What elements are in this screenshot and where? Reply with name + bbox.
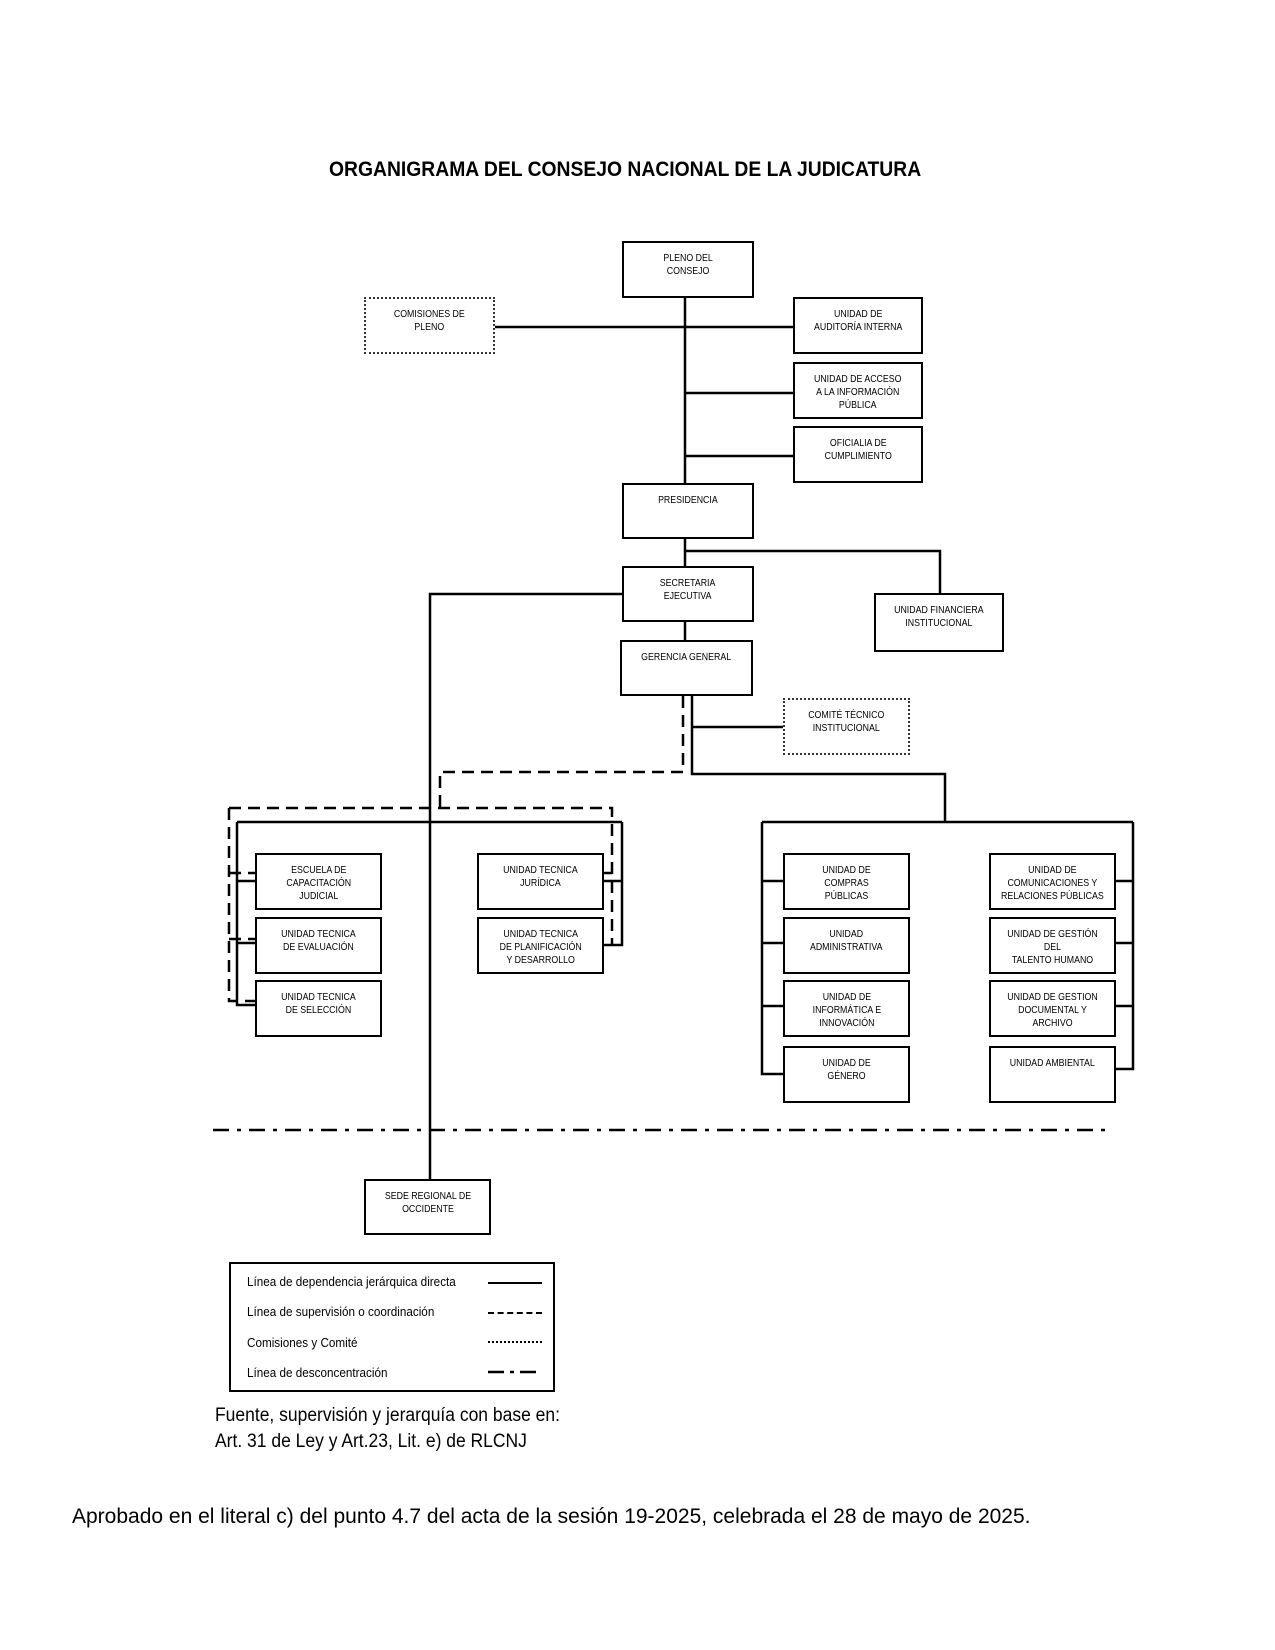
legend: Línea de dependencia jerárquica directa … (229, 1262, 555, 1392)
box-juridica: UNIDAD TECNICA JURÍDICA (477, 853, 604, 910)
supervision-gerencia-left (438, 696, 685, 808)
box-ambiental: UNIDAD AMBIENTAL (989, 1046, 1116, 1103)
legend-direct-line (488, 1282, 542, 1284)
legend-deconcentration-label: Línea de desconcentración (247, 1365, 388, 1380)
source-note-line2: Art. 31 de Ley y Art.23, Lit. e) de RLCN… (215, 1431, 527, 1452)
supervision-left-bus (229, 806, 614, 945)
connector-presidencia-financiera (685, 549, 942, 593)
box-talento: UNIDAD DE GESTIÓN DEL TALENTO HUMANO (989, 917, 1116, 974)
box-genero: UNIDAD DE GÉNERO (783, 1046, 910, 1103)
box-comunicaciones: UNIDAD DE COMUNICACIONES Y RELACIONES PÚ… (989, 853, 1116, 910)
legend-supervision-label: Línea de supervisión o coordinación (247, 1304, 435, 1319)
legend-committees-label: Comisiones y Comité (247, 1335, 358, 1350)
connector-gerencia-right (690, 696, 947, 822)
box-comisiones: COMISIONES DE PLENO (364, 297, 495, 354)
box-sede: SEDE REGIONAL DE OCCIDENTE (364, 1179, 491, 1235)
approval-note: Aprobado en el literal c) del punto 4.7 … (72, 1505, 1031, 1528)
box-acceso: UNIDAD DE ACCESO A LA INFORMACIÓN PÚBLIC… (793, 362, 923, 419)
box-gerencia: GERENCIA GENERAL (620, 640, 753, 696)
box-secretaria: SECRETARIA EJECUTIVA (622, 566, 754, 622)
box-planificacion: UNIDAD TECNICA DE PLANIFICACIÓN y DESARR… (477, 917, 604, 974)
box-compras: UNIDAD DE COMPRAS PÚBLICAS (783, 853, 910, 910)
connector-secretaria-sede (428, 592, 622, 1179)
box-informatica: UNIDAD DE INFORMÁTICA E INNOVACIÓN (783, 980, 910, 1037)
source-note-line1: Fuente, supervisión y jerarquía con base… (215, 1405, 560, 1426)
box-comite: COMITÉ TÉCNICO INSTITUCIONAL (783, 698, 910, 755)
box-pleno: PLENO DEL CONSEJO (622, 241, 754, 298)
box-documental: UNIDAD DE GESTION DOCUMENTAL Y ARCHIVO (989, 980, 1116, 1037)
box-financiera: UNIDAD FINANCIERA INSTITUCIONAL (874, 593, 1004, 652)
box-auditoria: UNIDAD DE AUDITORÍA INTERNA (793, 297, 923, 354)
box-escuela: ESCUELA DE CAPACITACIÓN JUDICIAL (255, 853, 382, 910)
box-presidencia: PRESIDENCIA (622, 483, 754, 539)
box-seleccion: UNIDAD TECNICA DE SELECCIÓN (255, 980, 382, 1037)
box-administrativa: UNIDAD ADMINISTRATIVA (783, 917, 910, 974)
legend-deconcentration-line (488, 1370, 542, 1374)
bus-left-group (235, 822, 255, 1007)
box-evaluacion: UNIDAD TECNICA DE EVALUACIÓN (255, 917, 382, 974)
source-note: Fuente, supervisión y jerarquía con base… (215, 1403, 560, 1455)
legend-supervision-line (488, 1312, 542, 1314)
box-oficialia: OFICIALIA DE CUMPLIMIENTO (793, 426, 923, 483)
legend-direct-label: Línea de dependencia jerárquica directa (247, 1274, 456, 1289)
page-title: ORGANIGRAMA DEL CONSEJO NACIONAL DE LA J… (328, 158, 922, 181)
legend-committees-line (488, 1341, 542, 1343)
